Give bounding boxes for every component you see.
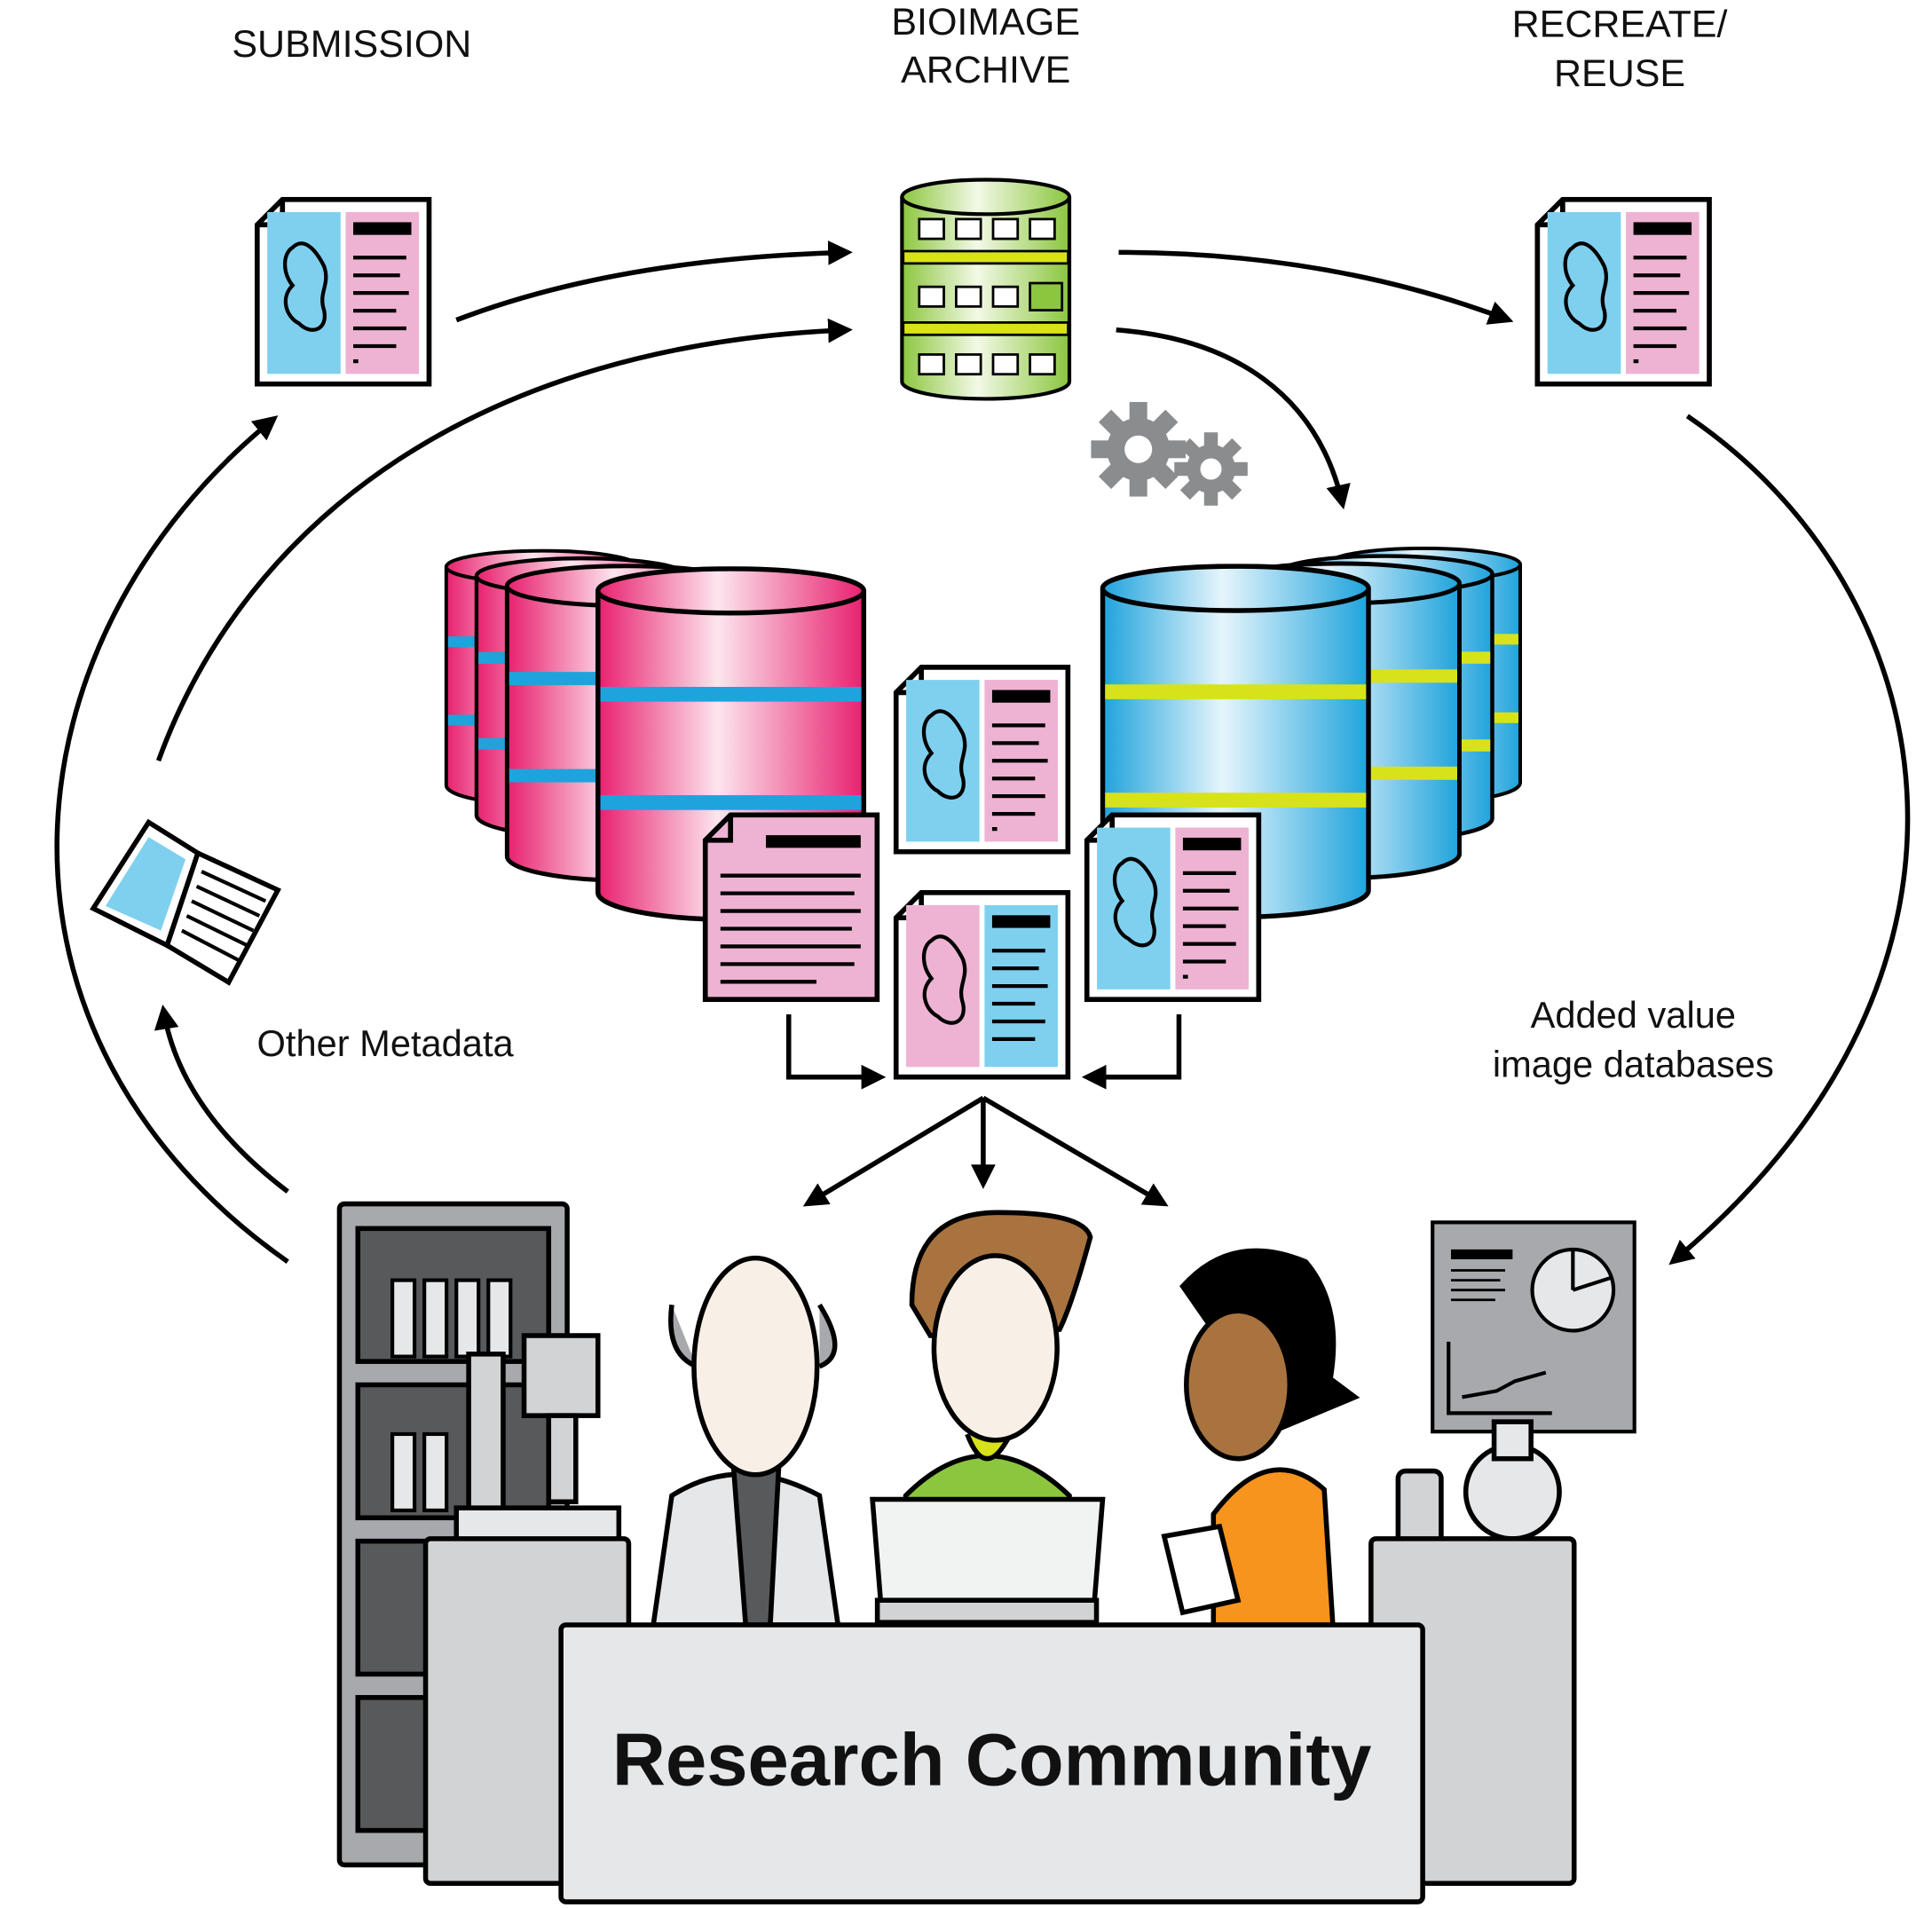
bioimage-archive-database-icon xyxy=(900,177,1072,401)
center-document-icon xyxy=(896,667,1069,852)
text-document-icon xyxy=(706,815,878,999)
scientist-labcoat-avatar xyxy=(650,1255,841,1628)
other-metadata-label: Other Metadata xyxy=(257,1022,515,1064)
header-reuse-line2: REUSE xyxy=(1554,52,1685,95)
scientist-laptop-avatar xyxy=(870,1210,1106,1628)
reuse-document-icon xyxy=(1537,200,1709,384)
added-value-label-line2: image databases xyxy=(1493,1044,1774,1085)
image-document-icon xyxy=(1087,815,1259,999)
book-icon xyxy=(90,818,281,986)
header-archive-line1: BIOIMAGE xyxy=(891,1,1080,43)
header-reuse-line1: RECREATE/ xyxy=(1512,4,1728,46)
research-community-desk xyxy=(558,1622,1425,1904)
flask-icon xyxy=(1395,1419,1562,1548)
submission-document-icon xyxy=(257,200,430,384)
research-community-label: Research Community xyxy=(612,1718,1372,1801)
gear-icon xyxy=(1159,417,1263,521)
header-submission: SUBMISSION xyxy=(232,23,471,66)
flow-arrows xyxy=(54,240,1911,1265)
header-archive-line2: ARCHIVE xyxy=(901,49,1070,91)
hub-document-icon xyxy=(896,893,1069,1077)
added-value-label-line1: Added value xyxy=(1531,994,1736,1036)
chart-board-icon xyxy=(1431,1220,1636,1434)
scientist-notes-avatar xyxy=(1161,1248,1360,1628)
